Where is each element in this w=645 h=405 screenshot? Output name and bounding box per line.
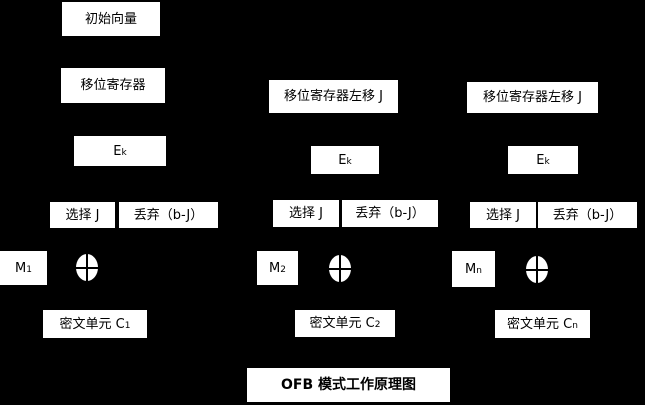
ek-subscript: k bbox=[346, 156, 352, 167]
diagram-title: OFB 模式工作原理图 bbox=[247, 368, 450, 402]
m2-subscript: 2 bbox=[280, 264, 286, 275]
c2-subscript: 2 bbox=[374, 320, 381, 330]
shift-register-left-j-box-2: 移位寄存器左移 J bbox=[269, 80, 398, 113]
mn-label: M bbox=[465, 261, 477, 277]
ek-label: E bbox=[536, 152, 545, 168]
discard-box-3: 丢弃（b-J） bbox=[538, 202, 637, 228]
select-j-box-2: 选择 J bbox=[273, 200, 339, 227]
shift-register-left-j-box-3: 移位寄存器左移 J bbox=[467, 82, 598, 113]
shift-register-box-1: 移位寄存器 bbox=[61, 68, 165, 103]
xor-icon-3 bbox=[526, 256, 548, 283]
cn-label: 密文单元 C bbox=[507, 316, 573, 332]
cn-subscript: n bbox=[572, 320, 578, 331]
ek-subscript: k bbox=[544, 156, 550, 167]
mn-subscript: n bbox=[476, 265, 482, 276]
xor-icon-1 bbox=[76, 254, 98, 281]
xor-icon-2 bbox=[329, 255, 351, 282]
initial-vector-box: 初始向量 bbox=[62, 2, 160, 36]
select-j-box-1: 选择 J bbox=[50, 202, 115, 228]
select-j-box-3: 选择 J bbox=[470, 202, 536, 228]
m1-subscript: 1 bbox=[26, 264, 32, 275]
m1-label: M bbox=[15, 260, 27, 276]
discard-box-2: 丢弃（b-J） bbox=[342, 200, 438, 227]
ek-label: E bbox=[113, 143, 122, 159]
c1-subscript: 1 bbox=[124, 320, 131, 331]
c2-label: 密文单元 C bbox=[309, 316, 375, 331]
ek-subscript: k bbox=[121, 147, 127, 158]
ek-label: E bbox=[338, 152, 347, 168]
c1-label: 密文单元 C bbox=[59, 316, 125, 332]
m2-label: M bbox=[269, 260, 281, 276]
discard-box-1: 丢弃（b-J） bbox=[119, 202, 218, 228]
